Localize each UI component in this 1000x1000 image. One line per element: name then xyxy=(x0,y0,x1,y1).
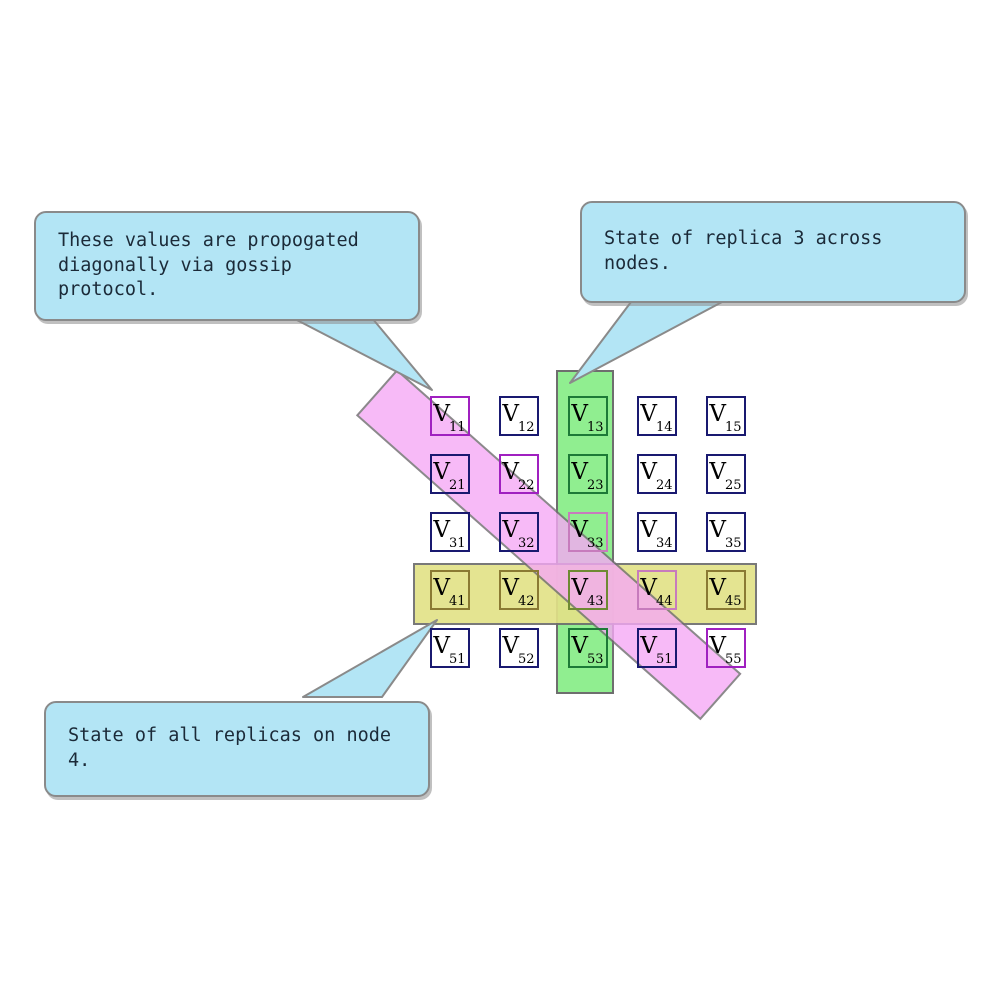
cell-label: V33 xyxy=(571,517,604,551)
cell-label: V15 xyxy=(709,401,742,435)
cell-v33[interactable]: V33 xyxy=(568,512,608,552)
cell-label: V55 xyxy=(709,633,742,667)
cell-v45[interactable]: V45 xyxy=(706,570,746,610)
cell-v52[interactable]: V52 xyxy=(499,628,539,668)
cell-label: V11 xyxy=(433,401,466,435)
cell-v42[interactable]: V42 xyxy=(499,570,539,610)
cell-v31[interactable]: V31 xyxy=(430,512,470,552)
cell-label: V14 xyxy=(640,401,673,435)
cell-v13[interactable]: V13 xyxy=(568,396,608,436)
cell-v21[interactable]: V21 xyxy=(430,454,470,494)
cell-v35[interactable]: V35 xyxy=(706,512,746,552)
cell-label: V51 xyxy=(640,633,673,667)
cell-v44[interactable]: V44 xyxy=(637,570,677,610)
cell-label: V23 xyxy=(571,459,604,493)
cell-v14[interactable]: V14 xyxy=(637,396,677,436)
cell-label: V43 xyxy=(571,575,604,609)
cell-label: V34 xyxy=(640,517,673,551)
cell-label: V21 xyxy=(433,459,466,493)
cell-label: V42 xyxy=(502,575,535,609)
cell-v24[interactable]: V24 xyxy=(637,454,677,494)
cell-v55[interactable]: V55 xyxy=(706,628,746,668)
cell-v23[interactable]: V23 xyxy=(568,454,608,494)
callout-node-4-row[interactable]: State of all replicas on node 4. xyxy=(44,701,430,797)
cell-v11[interactable]: V11 xyxy=(430,396,470,436)
cell-label: V45 xyxy=(709,575,742,609)
cell-label: V22 xyxy=(502,459,535,493)
cell-v32[interactable]: V32 xyxy=(499,512,539,552)
cell-v53[interactable]: V53 xyxy=(568,628,608,668)
cell-label: V25 xyxy=(709,459,742,493)
cell-label: V51 xyxy=(433,633,466,667)
cell-v34[interactable]: V34 xyxy=(637,512,677,552)
cell-label: V52 xyxy=(502,633,535,667)
callout-text: State of all replicas on node 4. xyxy=(68,725,392,771)
cell-v43[interactable]: V43 xyxy=(568,570,608,610)
cell-v15[interactable]: V15 xyxy=(706,396,746,436)
cell-v54[interactable]: V51 xyxy=(637,628,677,668)
cell-v12[interactable]: V12 xyxy=(499,396,539,436)
cell-label: V32 xyxy=(502,517,535,551)
cell-label: V53 xyxy=(571,633,604,667)
cell-label: V12 xyxy=(502,401,535,435)
cell-v22[interactable]: V22 xyxy=(499,454,539,494)
cell-label: V35 xyxy=(709,517,742,551)
value-grid: V11 V12 V13 V14 V15 V21 V22 V23 V24 V25 xyxy=(430,396,746,678)
cell-v41[interactable]: V41 xyxy=(430,570,470,610)
cell-label: V41 xyxy=(433,575,466,609)
callout-text: These values are propogated diagonally v… xyxy=(58,229,359,301)
cell-v51[interactable]: V51 xyxy=(430,628,470,668)
callout-replica-3-column[interactable]: State of replica 3 across nodes. xyxy=(580,201,966,303)
cell-label: V13 xyxy=(571,401,604,435)
cell-v25[interactable]: V25 xyxy=(706,454,746,494)
cell-label: V31 xyxy=(433,517,466,551)
cell-label: V44 xyxy=(640,575,673,609)
cell-label: V24 xyxy=(640,459,673,493)
callout-text: State of replica 3 across nodes. xyxy=(604,228,883,274)
callout-diagonal-gossip[interactable]: These values are propogated diagonally v… xyxy=(34,211,420,321)
